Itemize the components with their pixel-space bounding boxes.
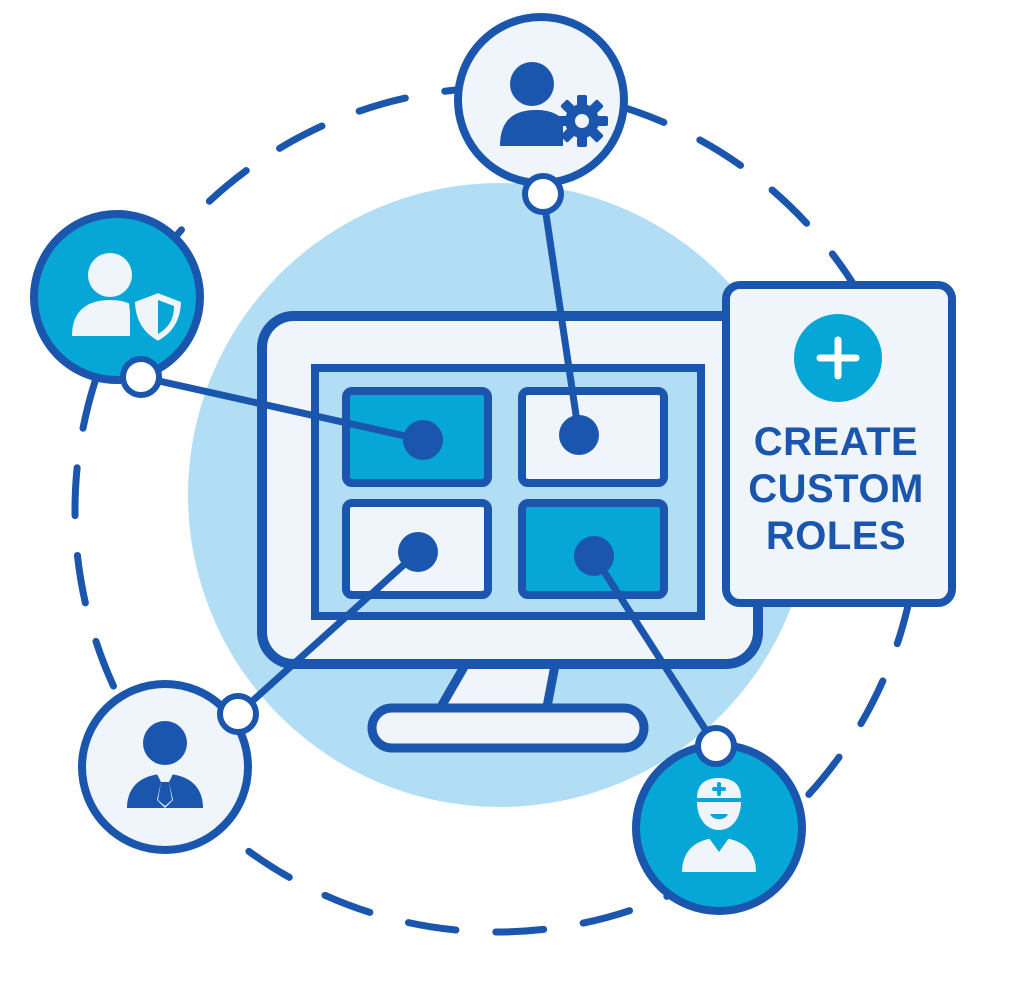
connector-lines: [137, 190, 720, 750]
user-gear-icon: [500, 62, 608, 147]
nurse-icon: [682, 778, 756, 872]
create-custom-roles-card[interactable]: CREATE CUSTOM ROLES: [722, 281, 956, 607]
tile-dot: [574, 536, 614, 576]
role-node-medical[interactable]: [632, 725, 806, 915]
role-node-admin-settings[interactable]: [454, 13, 628, 215]
user-tie-icon: [127, 721, 203, 808]
tile-dot: [398, 532, 438, 572]
role-node-business[interactable]: [78, 680, 259, 854]
tile-dot: [403, 420, 443, 460]
connector-node: [695, 725, 737, 767]
cta-line-custom: CUSTOM: [748, 467, 924, 511]
connector-business: [234, 548, 422, 718]
connector-node: [120, 356, 162, 398]
tile-dots: [398, 415, 614, 576]
role-node-security[interactable]: [30, 210, 204, 398]
tile-dot: [559, 415, 599, 455]
user-shield-icon: [72, 253, 188, 348]
connector-node: [217, 693, 259, 735]
connector-security: [137, 373, 427, 444]
connector-node: [522, 173, 564, 215]
plus-icon: [816, 336, 860, 380]
cta-line-roles: ROLES: [766, 514, 906, 558]
cta-card-frame: [722, 281, 956, 607]
cta-line-create: CREATE: [754, 420, 918, 464]
connector-medical: [590, 552, 720, 750]
connector-admin: [539, 190, 583, 439]
